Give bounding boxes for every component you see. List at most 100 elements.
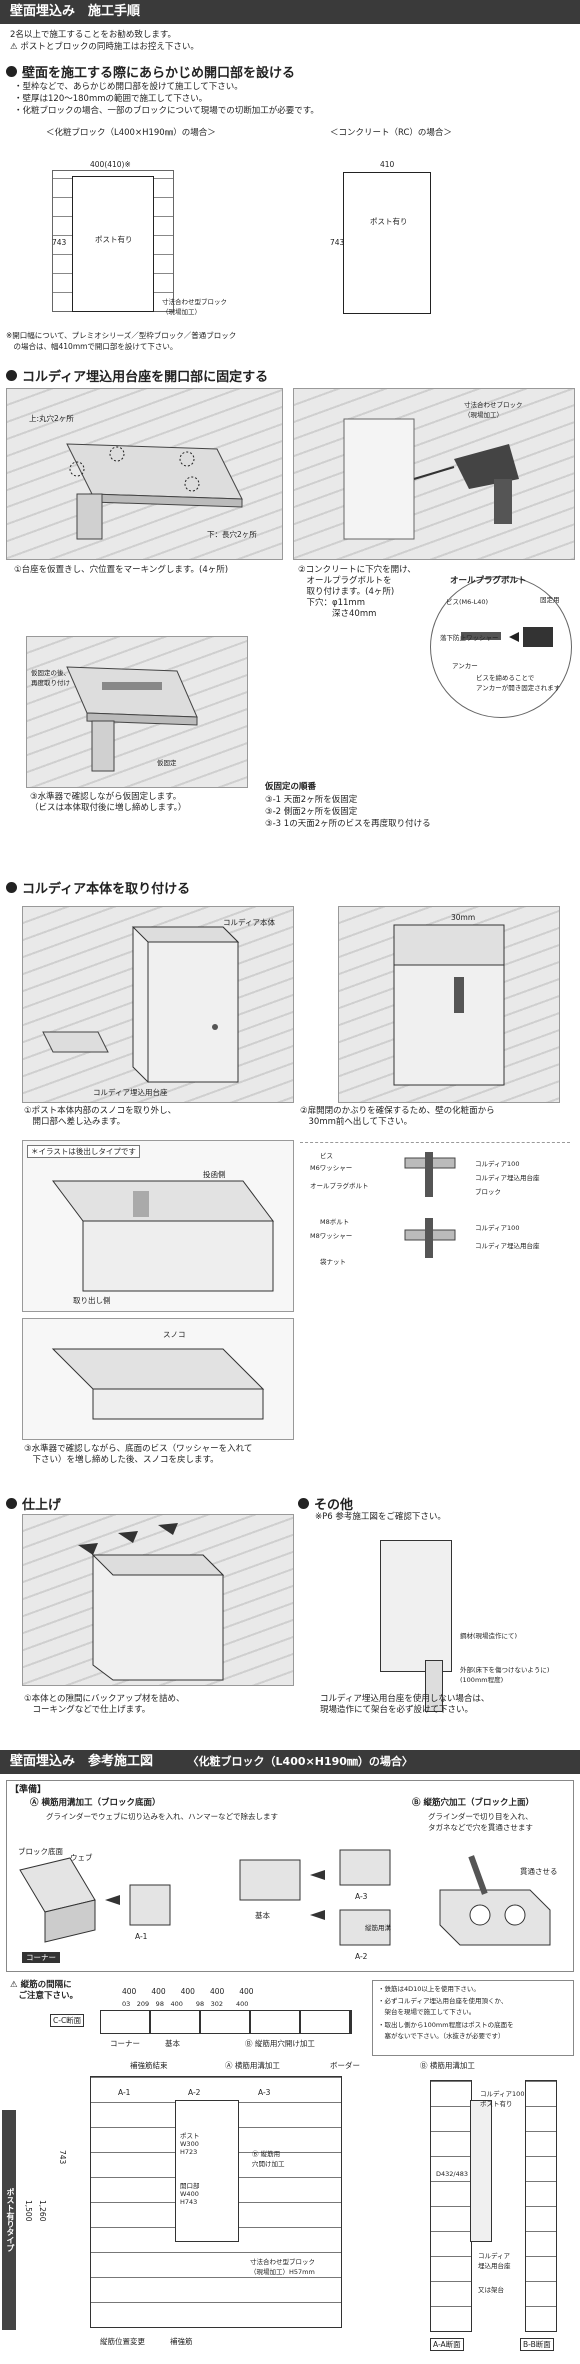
order-item: ③-3 1の天面2ヶ所のビスを再度取り付ける	[265, 819, 431, 829]
prep-box	[6, 1780, 574, 1972]
detail-label: ビスを締めることで アンカーが開き固定されます	[476, 674, 561, 692]
dimension-label: D432/483	[436, 2170, 469, 2178]
callout-label: 貫通させる	[520, 1867, 558, 1876]
callout-label: Ⓑ 縦筋用穴開け加工	[245, 2039, 315, 2048]
callout-label: Ⓐ 横筋用溝加工	[225, 2061, 280, 2070]
dimension-label: 400(410)※	[90, 160, 131, 169]
note-item: ・鉄筋は4D10以上を使用下さい。	[378, 1985, 480, 1993]
callout-label: 寸法合わせ型ブロック （現場加工）	[162, 298, 227, 316]
tag-label: A-1	[135, 1932, 148, 1941]
opening-frame	[175, 2100, 239, 2242]
page-subtitle: 〈化粧ブロック（L400×H190㎜）の場合〉	[187, 1755, 413, 1768]
stand-diagram	[425, 1660, 443, 1712]
callout-label: コーナー	[110, 2039, 140, 2048]
detail-label: ブロック	[475, 1188, 501, 1196]
dimension-label: 400 400 400 400 400	[122, 1987, 254, 1996]
callout-label: 外部(床下を傷つけないように) (100mm程度)	[460, 1666, 550, 1684]
reference-note: ※P6 参考施工図をご確認下さい。	[315, 1512, 446, 1522]
illustration-panel: スノコ	[22, 1318, 294, 1440]
callout-label: 仮固定	[157, 759, 177, 767]
rc-opening-diagram	[343, 172, 431, 314]
warning-note: ⚠ 縦筋の間隔に ご注意下さい。	[10, 1980, 79, 2001]
dimension-label: 743	[58, 2150, 67, 2165]
dimension-label: 03 209 98 400 98 302 400	[122, 2000, 249, 2008]
note-item: ・取出し側から100mm程度はポストの底面を 塞がないで下さい。（水抜きが必要で…	[378, 2021, 514, 2040]
section-tag: C-C断面	[50, 2014, 85, 2027]
bolt-detail-circle	[430, 576, 572, 718]
dimension-label: 743	[52, 238, 67, 247]
caption: ＜コンクリート（RC）の場合＞	[330, 128, 452, 138]
callout-label: ボーダー	[330, 2061, 360, 2070]
tag-label: A-1	[118, 2088, 131, 2097]
order-item: ③-2 側面2ヶ所を仮固定	[265, 807, 358, 817]
opening-outline	[72, 176, 154, 312]
step-caption: ③水準器で確認しながら、底面のビス（ワッシャーを入れて 下さい）を増し締めした後…	[24, 1444, 253, 1465]
bolt-section-icon	[404, 1218, 456, 1258]
callout-label: ブロック底面	[18, 1847, 63, 1856]
callout-label: コルディア100 ポスト有り	[480, 2090, 525, 2108]
detail-label: コルディア100	[475, 1160, 520, 1168]
caption: ＜化粧ブロック（L400×H190㎜）の場合＞	[46, 128, 216, 138]
notes-box	[372, 1980, 574, 2056]
callout-label: 寸法合わせ型ブロック （現場加工）H57mm	[250, 2258, 315, 2276]
base-top-view-illustration	[52, 1180, 274, 1292]
callout-label: 取り出し側	[73, 1296, 111, 1305]
section-header: 壁面埋込み 施工手順	[0, 0, 580, 24]
order-title: 仮固定の順番	[265, 782, 317, 792]
inset-badge: ＊イラストは後出しタイプです	[27, 1145, 140, 1158]
post-label: ポスト有り	[95, 235, 133, 244]
footnote: ※開口幅について、プレミオシリーズ／型枠ブロック／普通ブロック の場合は、幅41…	[6, 331, 237, 351]
step-caption: ①本体との隙間にバックアップ材を詰め、 コーキングなどで仕上げます。	[24, 1694, 185, 1715]
prep-badge: 【準備】	[10, 1785, 47, 1795]
sunoko-illustration	[51, 1348, 265, 1420]
callout-label: 又は架台	[478, 2286, 504, 2294]
hole-label: 上:丸穴2ヶ所	[29, 414, 74, 423]
block-prep-illustration	[19, 1849, 391, 1946]
callout-label: 寸法合わせブロック （現場加工）	[464, 401, 523, 419]
detail-callouts	[300, 1142, 570, 1243]
detail-label: M8ボルト	[320, 1218, 350, 1226]
callout-label: Ⓑ 縦筋用 穴開け加工	[252, 2150, 285, 2168]
step-caption: ③水準器で確認しながら仮固定します。 （ビスは本体取付後に増し締めします。）	[30, 792, 187, 813]
hole-label: 下：長穴2ヶ所	[207, 530, 257, 539]
section-title: その他	[298, 1494, 353, 1513]
type-sidebar: ポスト有りタイプ	[2, 2110, 16, 2330]
bullet-text: ・化粧ブロックの場合、一部のブロックについて現場での切断加工が必要です。	[14, 106, 319, 116]
page-title: 壁面埋込み 施工手順	[10, 4, 141, 19]
info-note: コルディア埋込用台座を使用しない場合は、 現場造作にて架台を必ず設けて下さい。	[320, 1694, 490, 1715]
detail-label: アンカー	[452, 662, 478, 670]
illustration-panel	[22, 1514, 294, 1686]
post-label: ポスト有り	[370, 217, 408, 226]
dimension-label: 743	[330, 238, 345, 247]
tag-label: A-3	[355, 1892, 368, 1901]
detail-label: 落下防止ワッシャー	[440, 634, 499, 642]
dimension-label: 410	[380, 160, 395, 169]
callout-label: ウェブ	[70, 1853, 93, 1862]
bb-section-diagram	[525, 2080, 557, 2332]
post-insert-illustration	[42, 926, 240, 1083]
bullet-icon	[6, 66, 17, 77]
tag-label: A-2	[188, 2088, 201, 2097]
tag-label: A-2	[355, 1952, 368, 1961]
callout-label: Ⓑ 横筋用溝加工	[420, 2061, 475, 2070]
bullet-text: ・壁厚は120～180mmの範囲で施工して下さい。	[14, 94, 208, 104]
step-caption: ①ポスト本体内部のスノコを取り外し、 開口部へ差し込みます。	[24, 1106, 177, 1127]
callout-label: スノコ	[163, 1330, 186, 1339]
detail-title: オールプラグボルト	[450, 576, 527, 586]
intro-line-1: 2名以上で施工することをお勧め致します。	[10, 30, 177, 40]
step-caption: ②扉開閉のかぶりを確保するため、壁の化粧面から 30mm前へ出して下さい。	[300, 1106, 495, 1127]
note-item: ・必ずコルディア埋込用台座を使用頂くか、 架台を現場で施工して下さい。	[378, 1997, 508, 2016]
page-title: 壁面埋込み 参考施工図	[10, 1754, 154, 1769]
detail-label: オールプラグボルト	[310, 1182, 369, 1190]
prep-title: Ⓑ 縦筋穴加工（ブロック上面）	[412, 1798, 534, 1808]
base-plate-illustration	[66, 443, 243, 540]
callout-label: 投函側	[203, 1170, 226, 1179]
callout-label: 補強筋結束	[130, 2061, 168, 2070]
detail-label: ビス(M6-L40)	[446, 598, 489, 606]
detail-label: 袋ナット	[320, 1258, 346, 1266]
detail-label: M8ワッシャー	[310, 1232, 353, 1240]
caulking-illustration	[78, 1523, 225, 1681]
detail-label: コルディア埋込用台座	[475, 1174, 540, 1182]
illustration-panel: 上:丸穴2ヶ所 下：長穴2ヶ所	[6, 388, 283, 560]
step-caption: ②コンクリートに下穴を開け、 オールプラグボルトを 取り付けます。(4ヶ所) 下…	[298, 565, 416, 619]
